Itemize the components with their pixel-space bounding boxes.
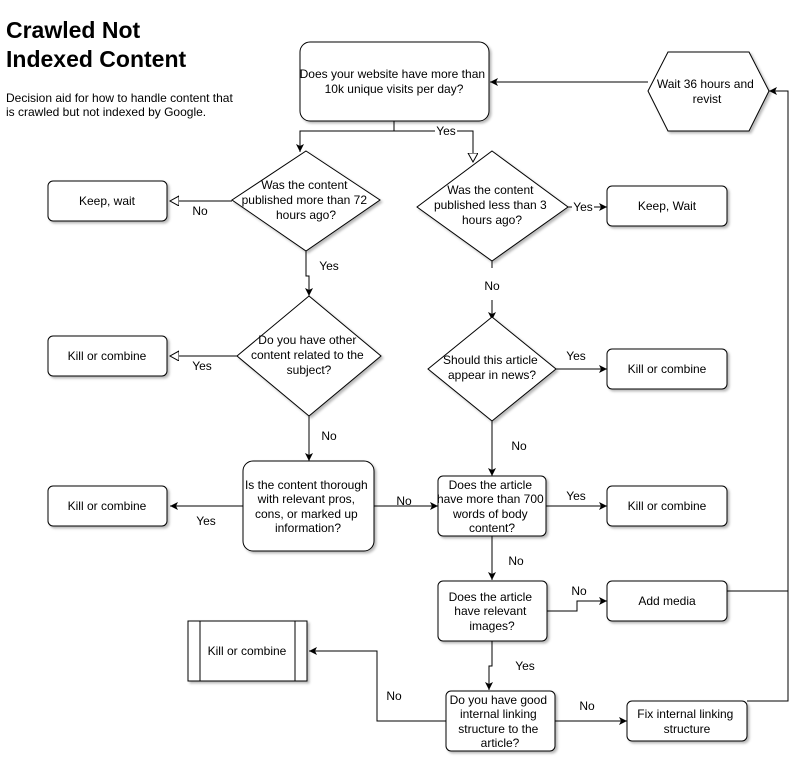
start-question-text: Does your website have more than 10k uni… — [300, 67, 489, 96]
edge-q72-related — [305, 251, 313, 296]
edge-start-q72 — [296, 130, 394, 152]
add-media-text: Add media — [638, 594, 696, 608]
edge-label-news-700: No — [511, 439, 527, 453]
images-question-box — [437, 580, 548, 642]
edge-fix-wait — [747, 591, 789, 702]
related-diamond — [236, 295, 382, 417]
keep-wait-left-text: Keep, wait — [79, 194, 136, 208]
kill-box-3 — [47, 485, 168, 527]
edge-label-q72-keep: No — [192, 204, 208, 218]
edge-label-related-thorough: No — [321, 429, 337, 443]
edge-linking-kill — [309, 647, 446, 722]
edge-images-media — [547, 597, 607, 612]
add-media-box — [606, 580, 728, 622]
words-700-question-box — [437, 475, 547, 537]
q72-diamond — [231, 150, 381, 252]
fix-linking-box — [626, 700, 748, 742]
edge-label-news-kill: Yes — [566, 349, 586, 363]
edge-media-wait — [727, 87, 789, 592]
diagram-subtitle: Decision aid for how to handle content t… — [6, 91, 246, 119]
wait-hexagon — [647, 51, 770, 132]
title-line-2: Indexed Content — [6, 46, 187, 72]
subtitle-line-1: Decision aid for how to handle content t… — [6, 91, 233, 105]
related-text: Do you have other content related to the… — [251, 333, 367, 377]
edge-label-linking-fix: No — [579, 699, 595, 713]
keep-wait-left-box — [47, 180, 168, 222]
edge-label-thorough-700: No — [396, 494, 412, 508]
edge-label-q72-related: Yes — [319, 259, 339, 273]
words-700-text: Does the article have more than 700 word… — [437, 478, 547, 535]
kill-final-text: Kill or combine — [208, 644, 287, 658]
edge-start-q3 — [393, 121, 473, 162]
subtitle-line-2: is crawled but not indexed by Google. — [6, 105, 207, 119]
edge-label-linking-kill: No — [386, 689, 402, 703]
edge-label-start-q3: Yes — [436, 124, 456, 138]
thorough-text: Is the content thorough with relevant pr… — [245, 478, 371, 535]
thorough-question-box — [242, 460, 375, 552]
kill-3-text: Kill or combine — [68, 499, 147, 513]
kill-box-1 — [47, 335, 168, 377]
news-diamond — [427, 316, 557, 422]
q3-text: Was the content published less than 3 ho… — [434, 183, 550, 227]
kill-box-4 — [606, 485, 728, 527]
edge-label-q3-keep: Yes — [573, 200, 593, 214]
q3-diamond — [416, 150, 569, 262]
wait-text: Wait 36 hours and revist — [657, 77, 757, 106]
edge-label-700-kill: Yes — [566, 489, 586, 503]
images-text: Does the article have relevant images? — [449, 590, 536, 633]
title-line-1: Crawled Not — [6, 17, 141, 43]
edge-label-images-linking: Yes — [515, 659, 535, 673]
keep-wait-right-text: Keep, Wait — [638, 199, 697, 213]
kill-2-text: Kill or combine — [628, 362, 707, 376]
edge-label-700-images: No — [508, 554, 524, 568]
edge-label-images-media: No — [571, 584, 587, 598]
linking-question-box — [445, 690, 556, 752]
kill-1-text: Kill or combine — [68, 349, 147, 363]
kill-box-2 — [606, 348, 728, 390]
edge-label-q3-news: No — [484, 279, 500, 293]
news-text: Should this article appear in news? — [443, 353, 541, 382]
edge-images-linking — [485, 641, 493, 690]
edge-label-thorough-kill: Yes — [196, 514, 216, 528]
fix-linking-text: Fix internal linking structure — [637, 707, 736, 736]
linking-text: Do you have good internal linking struct… — [450, 693, 551, 750]
kill-4-text: Kill or combine — [628, 499, 707, 513]
diagram-title: Crawled Not Indexed Content — [6, 16, 266, 74]
start-question-box — [299, 41, 490, 122]
q72-text: Was the content published more than 72 h… — [242, 178, 371, 222]
edge-label-related-kill: Yes — [192, 359, 212, 373]
keep-wait-right-box — [606, 185, 728, 227]
kill-final-box — [187, 620, 308, 682]
